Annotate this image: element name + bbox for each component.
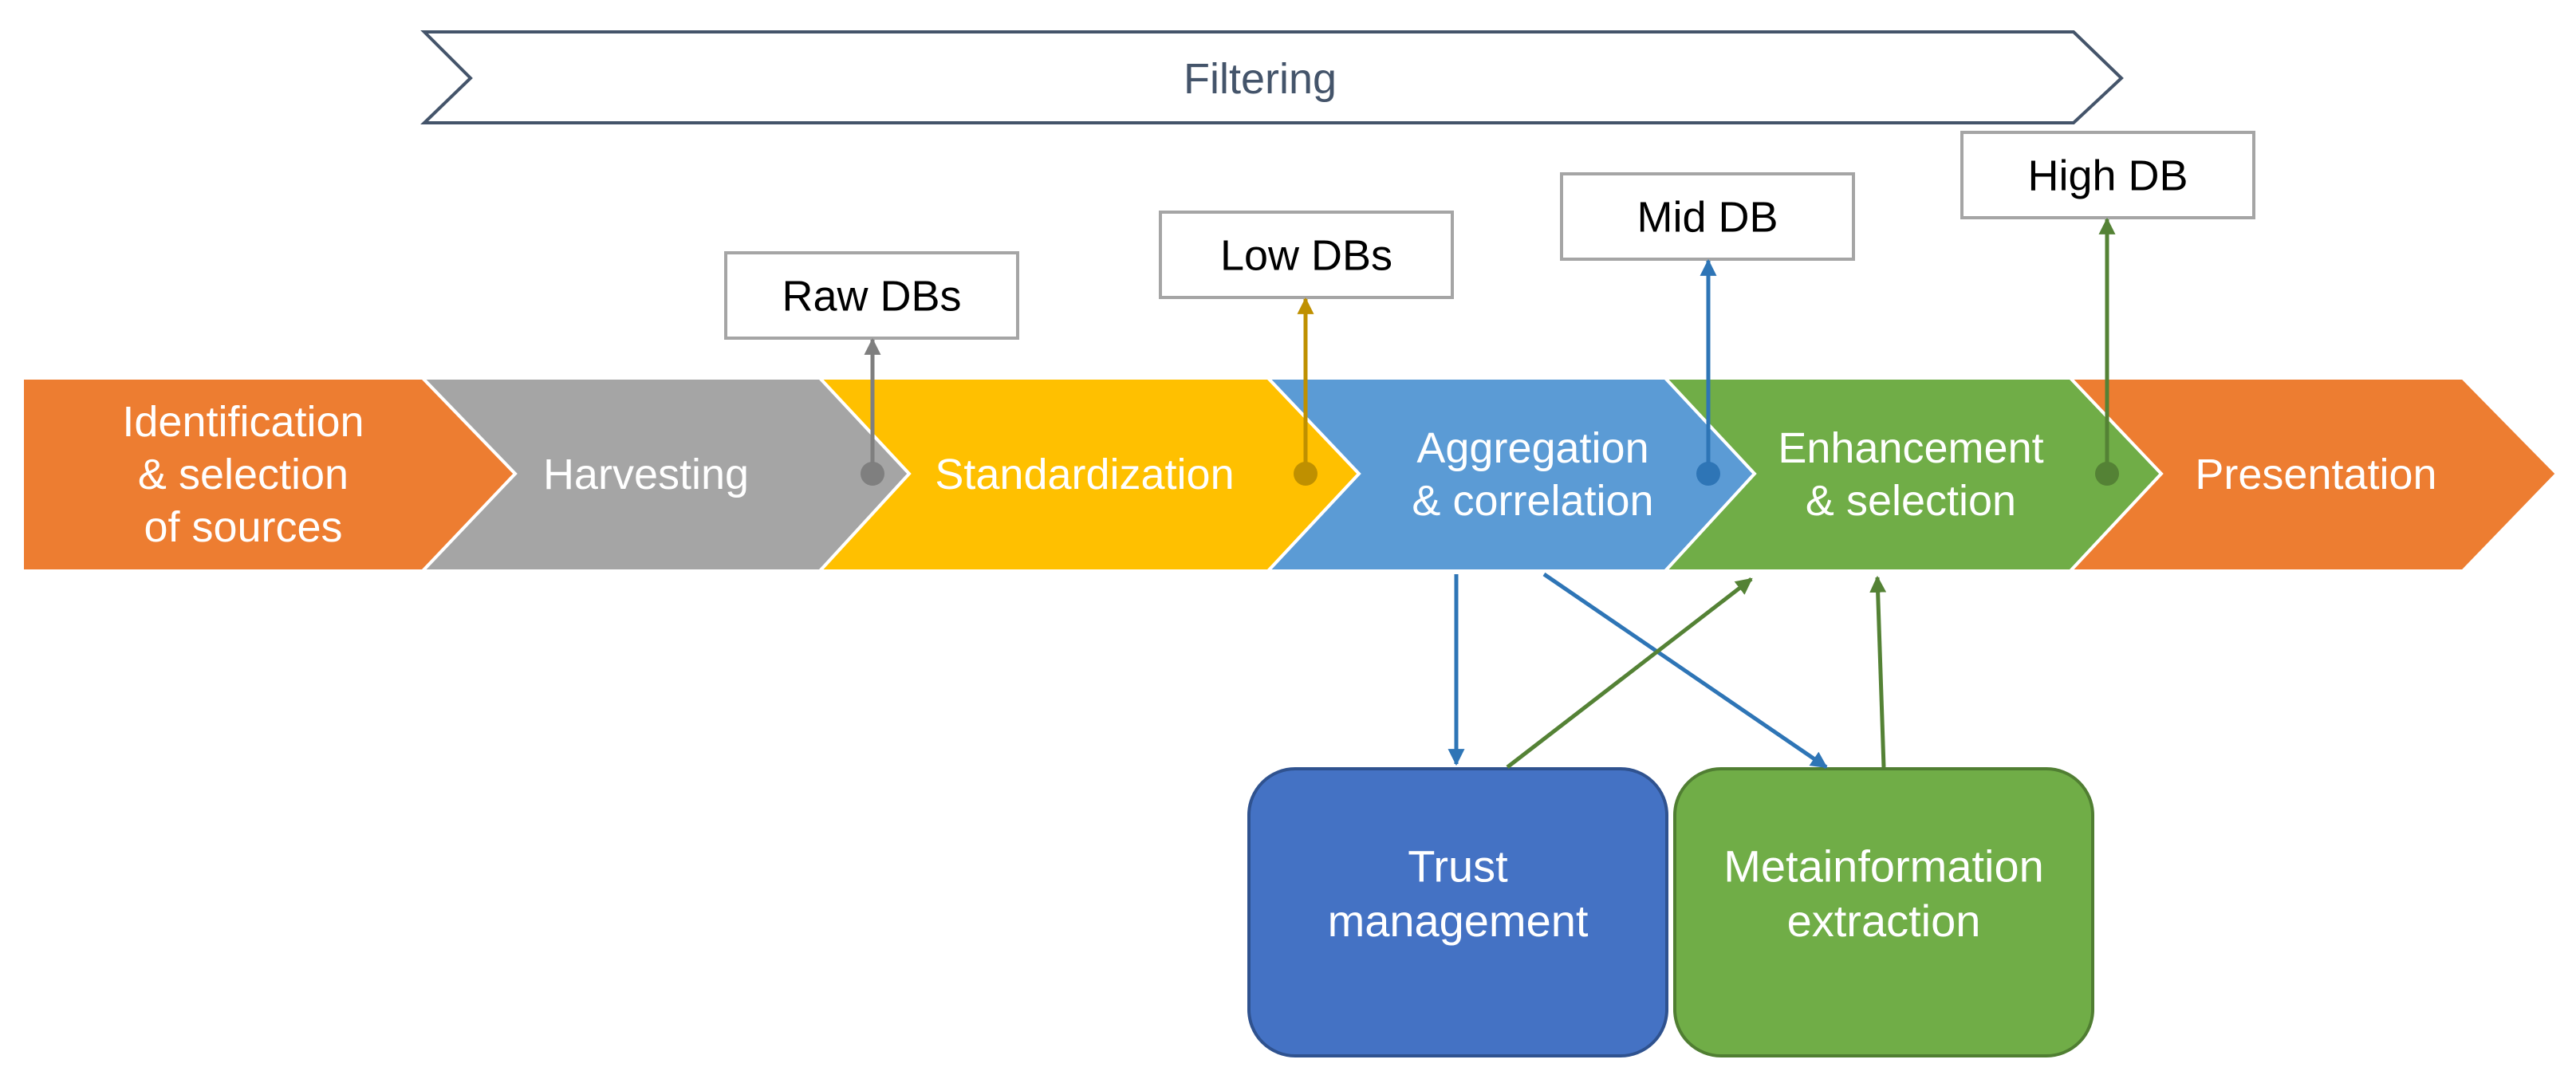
db-low: Low DBs — [1159, 211, 1454, 486]
module-trust-label-line-2: management — [1328, 896, 1589, 946]
stage-enhancement-label-line-1: Enhancement — [1778, 424, 2043, 472]
stage-aggregation-label-line-1: Aggregation — [1416, 424, 1648, 472]
module-metainfo-label-line-2: extraction — [1787, 896, 1981, 946]
stage-aggregation: Aggregation & correlation — [1264, 376, 1757, 573]
module-trust-box — [1247, 767, 1668, 1057]
module-trust-label-line-1: Trust — [1408, 841, 1508, 891]
db-raw-connector-dot — [861, 462, 884, 486]
stage-identification-label-line-1: Identification — [122, 398, 364, 446]
db-low-label: Low DBs — [1220, 232, 1392, 280]
db-low-connector-dot — [1294, 462, 1318, 486]
stage-identification-label-line-3: of sources — [144, 503, 342, 551]
db-low-box — [1159, 211, 1454, 299]
db-high-connector-dot — [2095, 462, 2119, 486]
stage-standardization-label-line-1: Standardization — [935, 451, 1234, 498]
stage-harvesting-label-line-1: Harvesting — [543, 451, 749, 498]
db-high: High DB — [1960, 131, 2255, 486]
db-mid-label: Mid DB — [1637, 194, 1778, 242]
db-mid: Mid DB — [1560, 172, 1855, 486]
arrow-trust-to-enhancement — [1506, 577, 1753, 769]
stage-presentation-chevron — [2066, 376, 2559, 573]
module-metainfo-label-line-1: Metainformation — [1723, 841, 2044, 891]
stage-aggregation-label-line-2: & correlation — [1412, 477, 1653, 525]
filtering-banner: Filtering — [420, 30, 2124, 124]
db-raw-label: Raw DBs — [782, 273, 961, 321]
stage-identification-label-line-2: & selection — [138, 451, 349, 498]
arrow-aggregation-to-metainfo — [1542, 572, 1828, 770]
db-mid-box — [1560, 172, 1855, 261]
db-raw: Raw DBs — [724, 251, 1019, 486]
stage-identification: Identification & selection of sources — [21, 376, 518, 573]
stage-enhancement-label-line-2: & selection — [1806, 477, 2016, 525]
stage-presentation-label-line-1: Presentation — [2195, 451, 2436, 498]
arrow-metainfo-to-enhancement — [1869, 575, 1887, 768]
stage-presentation: Presentation — [2066, 376, 2559, 573]
db-high-label: High DB — [2027, 152, 2188, 200]
stage-standardization: Standardization — [816, 376, 1361, 573]
db-mid-connector-dot — [1696, 462, 1720, 486]
filtering-label: Filtering — [1184, 55, 1337, 103]
module-metainfo-box — [1673, 767, 2094, 1057]
db-raw-box — [724, 251, 1019, 340]
